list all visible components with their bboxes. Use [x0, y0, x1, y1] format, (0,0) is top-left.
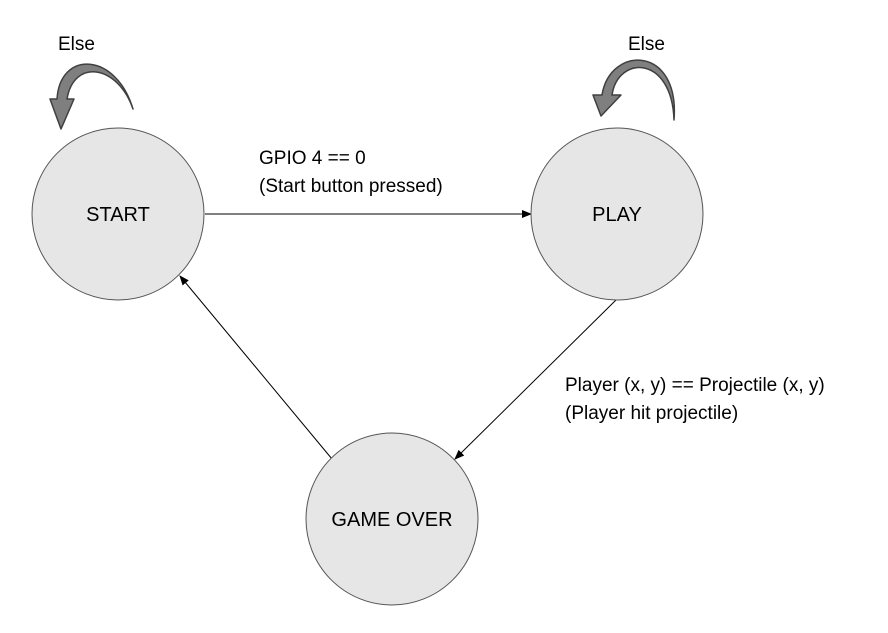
transition-game-over-to-start-arrow [179, 275, 333, 460]
state-play: PLAY [530, 127, 704, 301]
play-to-game-over-description: (Player hit projectile) [565, 403, 738, 424]
start-to-play-description: (Start button pressed) [259, 176, 443, 197]
state-start-label: START [86, 204, 150, 226]
state-game-over-label: GAME OVER [331, 509, 452, 531]
start-to-play-condition: GPIO 4 == 0 [259, 148, 366, 169]
state-play-circle [530, 127, 704, 301]
state-start-circle [31, 127, 205, 301]
start-self-loop-arrow [49, 63, 134, 130]
play-self-loop-label: Else [628, 34, 665, 55]
transition-play-to-game-over-arrow [454, 298, 618, 460]
state-play-label: PLAY [592, 204, 642, 226]
state-game-over-circle [305, 432, 479, 606]
play-self-loop-arrow [592, 59, 675, 121]
start-self-loop-label: Else [58, 34, 95, 55]
play-to-game-over-condition: Player (x, y) == Projectile (x, y) [565, 375, 825, 396]
state-game-over: GAME OVER [305, 432, 479, 606]
state-start: START [31, 127, 205, 301]
